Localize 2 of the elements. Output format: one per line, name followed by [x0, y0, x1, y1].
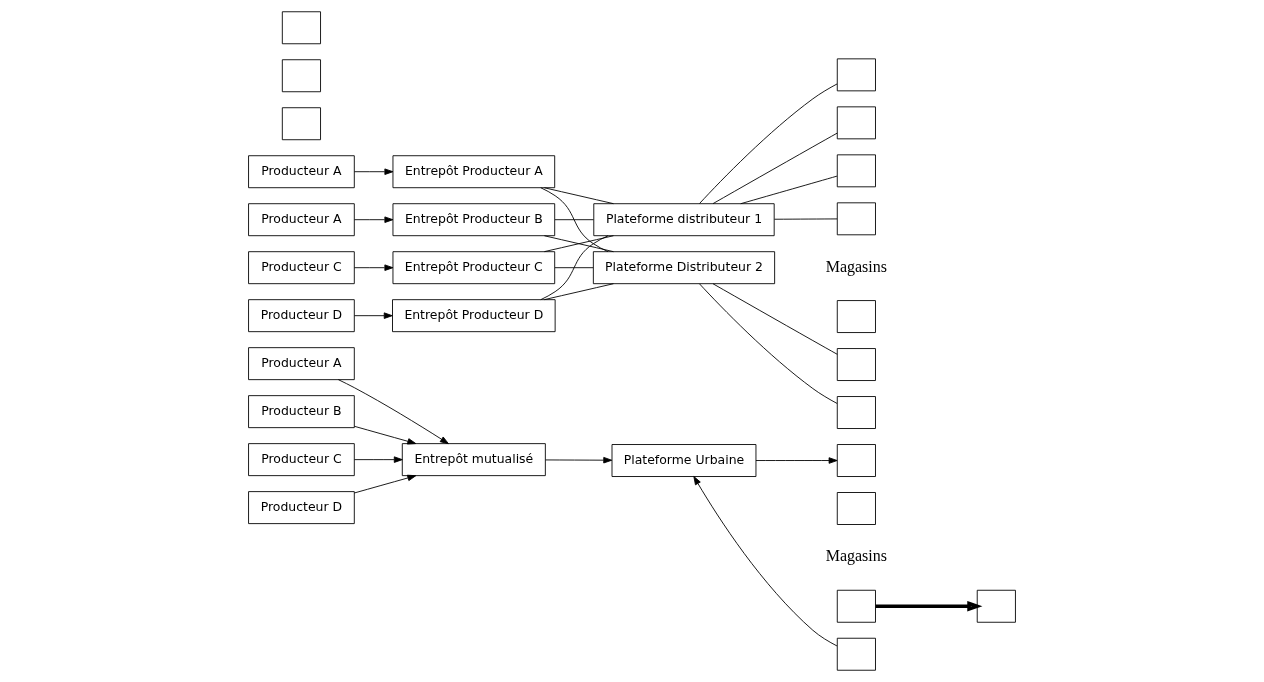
label: Magasins — [825, 257, 888, 275]
label: Magasins — [825, 547, 888, 565]
